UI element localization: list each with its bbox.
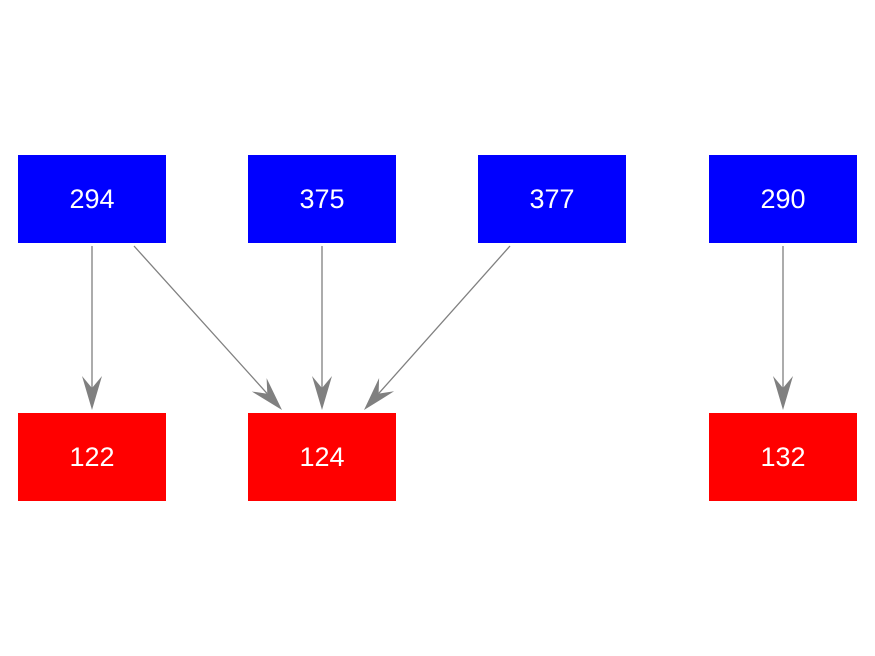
edge-375-to-124	[312, 246, 332, 410]
edge-line	[133, 245, 268, 395]
arrowhead-icon	[312, 376, 332, 410]
node-377: 377	[478, 155, 626, 243]
edge-line	[378, 245, 511, 395]
edge-377-to-124	[364, 245, 511, 410]
node-290: 290	[709, 155, 857, 243]
arrowhead-icon	[251, 378, 282, 410]
edge-294-to-124	[133, 245, 282, 410]
edge-294-to-122	[82, 246, 102, 410]
node-132-label: 132	[760, 441, 806, 472]
node-290-label: 290	[760, 183, 806, 214]
edge-290-to-132	[773, 246, 793, 410]
node-122: 122	[18, 413, 166, 501]
node-124: 124	[248, 413, 396, 501]
node-377-label: 377	[529, 183, 575, 214]
node-122-label: 122	[69, 441, 115, 472]
node-132: 132	[709, 413, 857, 501]
node-375: 375	[248, 155, 396, 243]
node-375-label: 375	[299, 183, 345, 214]
node-294-label: 294	[69, 183, 115, 214]
arrowhead-icon	[773, 376, 793, 410]
arrowhead-icon	[364, 378, 395, 410]
node-124-label: 124	[299, 441, 345, 472]
node-294: 294	[18, 155, 166, 243]
arrowhead-icon	[82, 376, 102, 410]
